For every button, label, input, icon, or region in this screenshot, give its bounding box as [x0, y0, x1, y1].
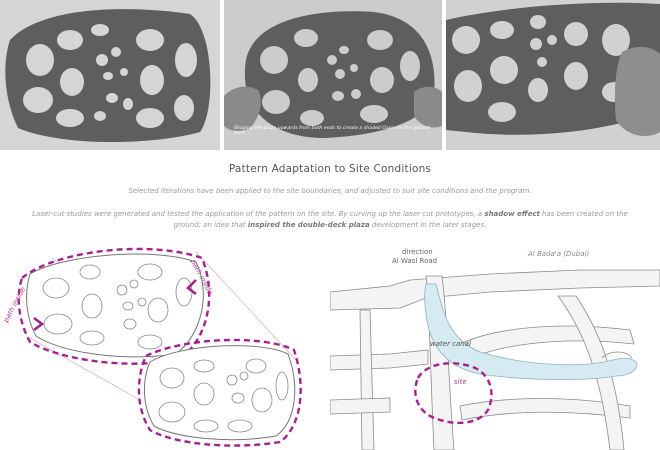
- road-label: Al Wasl Road: [392, 257, 438, 265]
- chevron-left-icon: [186, 279, 197, 296]
- canal-label: water canal: [430, 340, 471, 348]
- site-label: site: [454, 378, 467, 386]
- laser-cut-photo-3: [446, 0, 660, 150]
- pattern-diagram: path inside path inside: [0, 236, 330, 450]
- district-label: Al Bada'a (Dubai): [528, 250, 590, 258]
- section-title: Pattern Adaptation to Site Conditions: [228, 163, 432, 175]
- intro-paragraph: Selected iterations have been applied to…: [128, 187, 532, 195]
- direction-label: direction: [402, 248, 433, 256]
- study-paragraph: Laser-cut studies were generated and tes…: [32, 210, 628, 229]
- laser-cut-photo-1: [0, 0, 220, 150]
- site-map: direction Al Wasl Road Al Bada'a (Dubai)…: [330, 236, 660, 450]
- photo-caption: Shaping the plaza upwards from both ends…: [234, 126, 430, 136]
- laser-cut-photo-2: Shaping the plaza upwards from both ends…: [224, 0, 442, 150]
- chevron-right-icon: [33, 316, 45, 332]
